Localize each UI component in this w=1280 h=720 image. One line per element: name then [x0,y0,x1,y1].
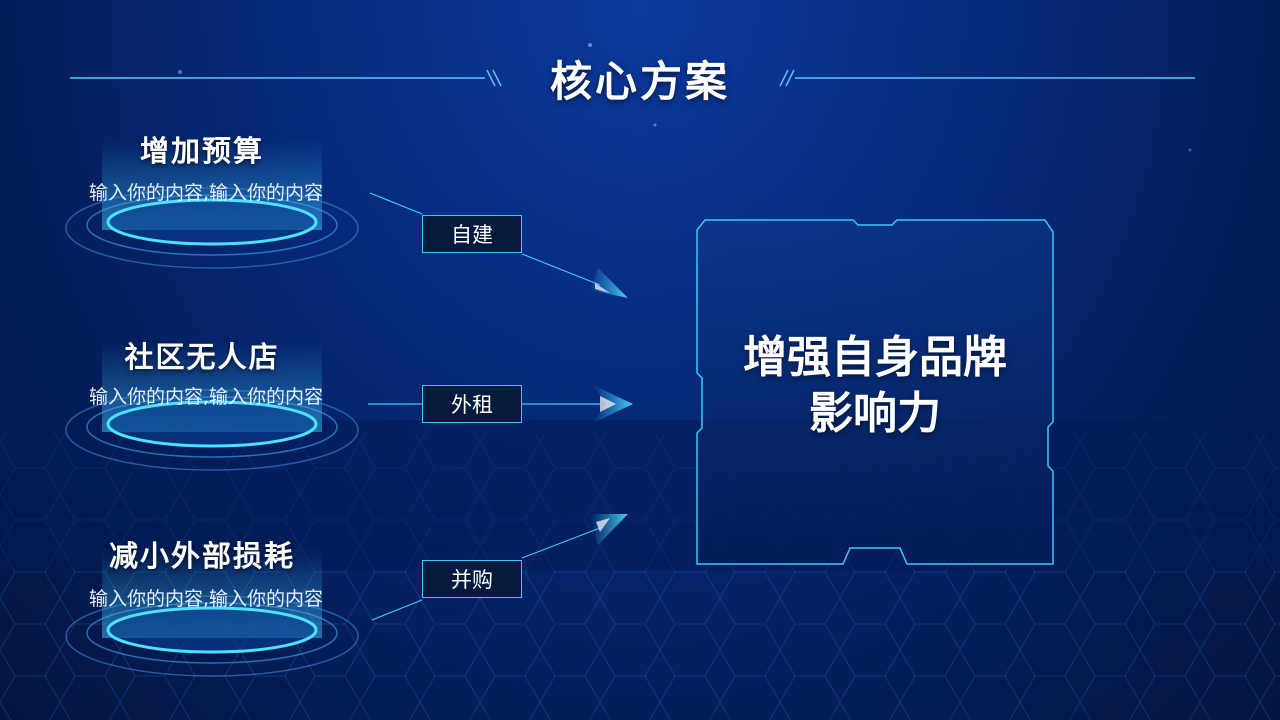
page-header: 核心方案 [0,40,1280,110]
center-message: 增强自身品牌 影响力 [695,330,1055,442]
item-desc-1: 输入你的内容,输入你的内容 [88,182,324,204]
item-title-3: 减小外部损耗 [108,539,295,573]
item-desc-3: 输入你的内容,输入你的内容 [88,588,324,610]
platform-glow-3 [65,548,359,677]
tag-label-1: 自建 [422,215,522,253]
tag-label-3: 并购 [422,560,522,598]
item-title-1: 增加预算 [139,134,264,168]
item-desc-2: 输入你的内容,输入你的内容 [88,386,324,408]
center-line-1: 增强自身品牌 [743,332,1007,383]
platform-glow-1 [65,140,359,269]
platform-glow-2 [65,342,359,471]
center-frame [696,219,1054,565]
tag-label-2: 外租 [422,385,522,423]
page-title: 核心方案 [549,57,730,106]
item-title-2: 社区无人店 [124,340,280,374]
center-line-2: 影响力 [809,388,941,439]
